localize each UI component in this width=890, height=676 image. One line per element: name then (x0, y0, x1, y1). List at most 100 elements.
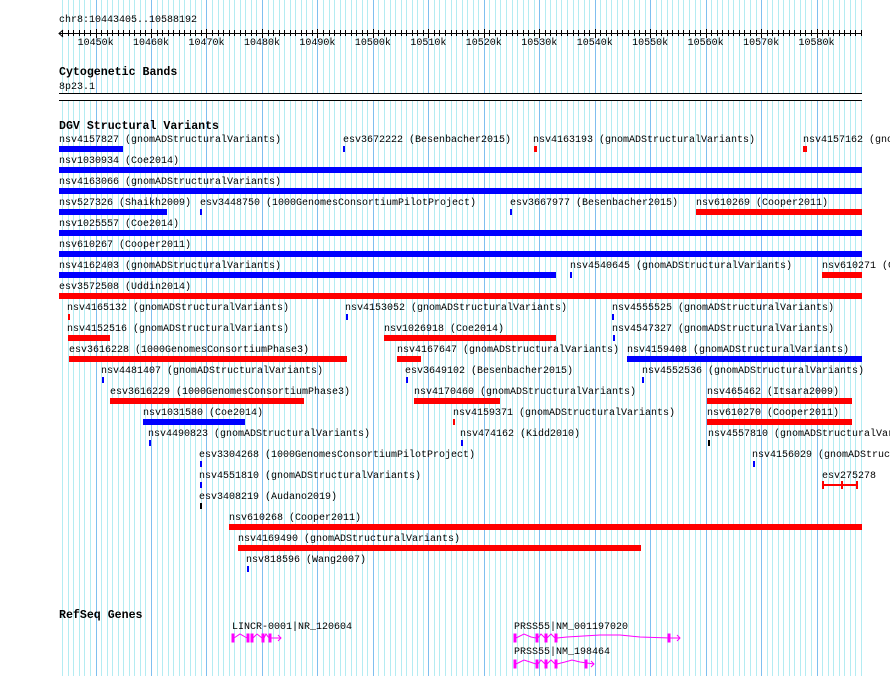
variant-feature[interactable] (707, 419, 852, 425)
variant-feature[interactable] (510, 209, 512, 215)
variant-label[interactable]: nsv1030934 (Coe2014) (59, 156, 180, 167)
variant-feature[interactable] (707, 398, 852, 404)
variant-label[interactable]: esv3448750 (1000GenomesConsortiumPilotPr… (200, 198, 477, 209)
variant-feature[interactable] (534, 146, 537, 152)
variant-feature[interactable] (200, 461, 202, 467)
gene-model-prss55-nm001197020[interactable] (513, 633, 681, 643)
variant-feature[interactable] (453, 419, 455, 425)
variant-label[interactable]: nsv4156029 (gnomADStructuralVariants) (752, 450, 890, 461)
variant-label[interactable]: nsv4163066 (gnomADStructuralVariants) (59, 177, 282, 188)
variant-label[interactable]: nsv818596 (Wang2007) (246, 555, 367, 566)
variant-feature[interactable] (642, 377, 644, 383)
variant-label[interactable]: nsv610268 (Cooper2011) (229, 513, 362, 524)
variant-label[interactable]: nsv4169490 (gnomADStructuralVariants) (238, 534, 461, 545)
variant-feature[interactable] (59, 293, 862, 299)
variant-feature[interactable] (59, 230, 862, 236)
variant-feature[interactable] (570, 272, 572, 278)
gene-label[interactable]: LINCR-0001|NR_120604 (232, 622, 353, 633)
variant-feature[interactable] (247, 566, 249, 572)
variant-feature[interactable] (59, 146, 123, 152)
variant-label[interactable]: nsv465462 (Itsara2009) (707, 387, 840, 398)
variant-label[interactable]: nsv4152516 (gnomADStructuralVariants) (67, 324, 290, 335)
variant-feature[interactable] (461, 440, 463, 446)
variant-feature[interactable] (414, 398, 500, 404)
variant-feature[interactable] (68, 335, 110, 341)
variant-label[interactable]: nsv4163193 (gnomADStructuralVariants) (533, 135, 756, 146)
variant-label[interactable]: nsv4557810 (gnomADStructuralVariants) (708, 429, 890, 440)
variant-feature[interactable] (343, 146, 345, 152)
variant-label[interactable]: nsv4157162 (gnomADStructuralVariants) (803, 135, 890, 146)
refseq-track-title[interactable]: RefSeq Genes (59, 609, 143, 622)
variant-label[interactable]: nsv1025557 (Coe2014) (59, 219, 180, 230)
variant-label[interactable]: esv3667977 (Besenbacher2015) (510, 198, 679, 209)
variant-feature[interactable] (149, 440, 151, 446)
variant-feature[interactable] (346, 314, 348, 320)
variant-feature[interactable] (143, 419, 245, 425)
variant-label[interactable]: nsv610271 (Cooper2011) (822, 261, 890, 272)
variant-label[interactable]: nsv4490823 (gnomADStructuralVariants) (148, 429, 371, 440)
variant-feature[interactable] (69, 356, 347, 362)
variant-feature[interactable] (708, 440, 710, 446)
variant-feature[interactable] (229, 524, 862, 530)
variant-label[interactable]: nsv4159371 (gnomADStructuralVariants) (453, 408, 676, 419)
variant-label[interactable]: nsv4153052 (gnomADStructuralVariants) (345, 303, 568, 314)
gene-label[interactable]: PRSS55|NM_198464 (514, 647, 611, 658)
variant-feature[interactable] (384, 335, 556, 341)
variant-feature[interactable] (822, 272, 862, 278)
variant-feature[interactable] (59, 188, 862, 194)
variant-feature[interactable] (753, 461, 755, 467)
variant-feature[interactable] (59, 209, 167, 215)
variant-feature[interactable] (803, 146, 807, 152)
variant-label[interactable]: esv3616228 (1000GenomesConsortiumPhase3) (69, 345, 310, 356)
variant-feature[interactable] (397, 356, 421, 362)
variant-label[interactable]: esv3408219 (Audano2019) (199, 492, 338, 503)
variant-label[interactable]: nsv4165132 (gnomADStructuralVariants) (67, 303, 290, 314)
variant-label[interactable]: nsv610270 (Cooper2011) (707, 408, 840, 419)
variant-feature[interactable] (822, 481, 859, 490)
variant-feature[interactable] (200, 503, 202, 509)
variant-feature[interactable] (406, 377, 408, 383)
variant-label[interactable]: nsv527326 (Shaikh2009) (59, 198, 192, 209)
gene-label[interactable]: PRSS55|NM_001197020 (514, 622, 629, 633)
variant-label[interactable]: nsv4555525 (gnomADStructuralVariants) (612, 303, 835, 314)
variant-label[interactable]: nsv610269 (Cooper2011) (696, 198, 829, 209)
variant-label[interactable]: nsv474162 (Kidd2010) (460, 429, 581, 440)
variant-label[interactable]: nsv4481407 (gnomADStructuralVariants) (101, 366, 324, 377)
variant-feature[interactable] (59, 272, 556, 278)
dgv-track-title[interactable]: DGV Structural Variants (59, 120, 220, 133)
variant-label[interactable]: nsv4170460 (gnomADStructuralVariants) (414, 387, 637, 398)
variant-label[interactable]: esv3304268 (1000GenomesConsortiumPilotPr… (199, 450, 476, 461)
variant-label[interactable]: esv3672222 (Besenbacher2015) (343, 135, 512, 146)
variant-feature[interactable] (613, 335, 615, 341)
variant-label[interactable]: esv3616229 (1000GenomesConsortiumPhase3) (110, 387, 351, 398)
variant-label[interactable]: nsv610267 (Cooper2011) (59, 240, 192, 251)
variant-label[interactable]: nsv4157827 (gnomADStructuralVariants) (59, 135, 282, 146)
gene-model-lincr[interactable] (231, 633, 282, 643)
variant-feature[interactable] (612, 314, 614, 320)
variant-feature[interactable] (59, 167, 862, 173)
variant-feature[interactable] (627, 356, 862, 362)
gene-model-prss55-nm198464[interactable] (513, 659, 595, 669)
variant-feature[interactable] (696, 209, 862, 215)
variant-label[interactable]: nsv4547327 (gnomADStructuralVariants) (612, 324, 835, 335)
variant-feature[interactable] (68, 314, 70, 320)
cytogenetic-bands-title[interactable]: Cytogenetic Bands (59, 66, 178, 79)
variant-feature[interactable] (200, 209, 202, 215)
variant-label[interactable]: nsv4167647 (gnomADStructuralVariants) (397, 345, 620, 356)
variant-label[interactable]: nsv4159408 (gnomADStructuralVariants) (627, 345, 850, 356)
variant-label[interactable]: esv3649102 (Besenbacher2015) (405, 366, 574, 377)
variant-label[interactable]: nsv4552536 (gnomADStructuralVariants) (642, 366, 865, 377)
variant-feature[interactable] (59, 251, 862, 257)
variant-label[interactable]: nsv4540645 (gnomADStructuralVariants) (570, 261, 793, 272)
variant-feature[interactable] (110, 398, 304, 404)
variant-feature[interactable] (102, 377, 104, 383)
variant-label[interactable]: nsv1031580 (Coe2014) (143, 408, 264, 419)
variant-feature[interactable] (238, 545, 641, 551)
variant-feature[interactable] (200, 482, 202, 488)
variant-label[interactable]: nsv4551810 (gnomADStructuralVariants) (199, 471, 422, 482)
variant-label[interactable]: nsv4162403 (gnomADStructuralVariants) (59, 261, 282, 272)
variant-label[interactable]: nsv1026918 (Coe2014) (384, 324, 505, 335)
variant-label[interactable]: esv275278 (822, 471, 877, 482)
variant-label[interactable]: esv3572508 (Uddin2014) (59, 282, 192, 293)
